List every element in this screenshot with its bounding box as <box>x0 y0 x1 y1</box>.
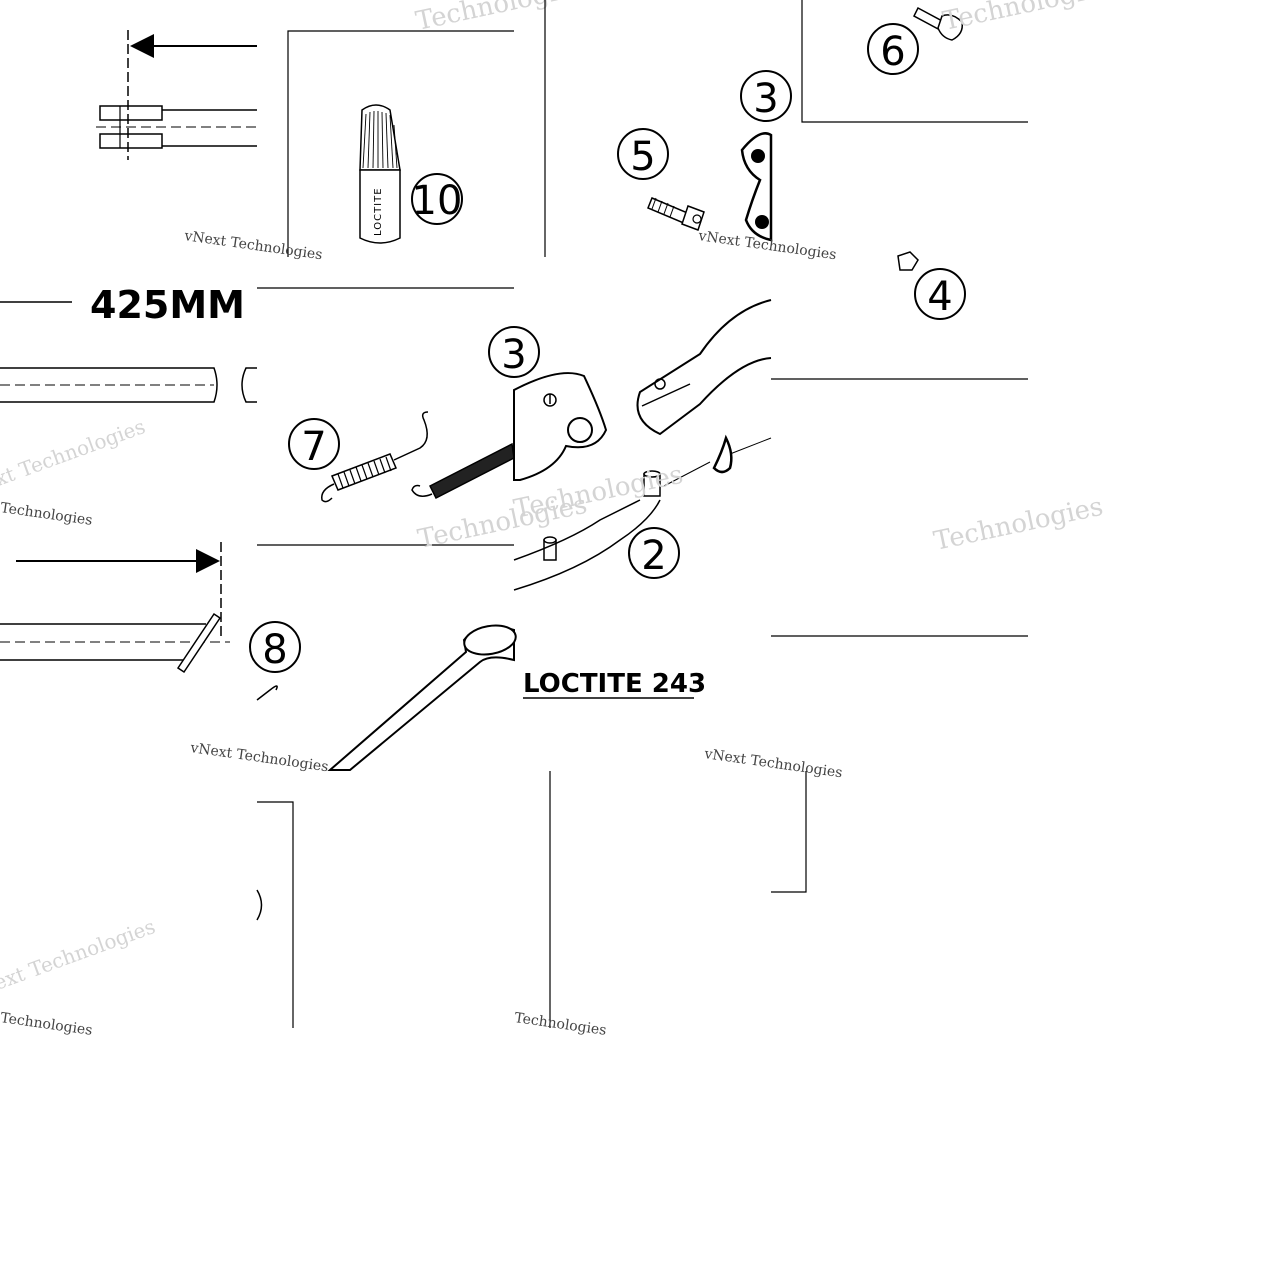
callout-5: 5 <box>617 128 669 180</box>
bottle-label: LOCTITE <box>373 187 384 236</box>
tile-fork-end <box>96 30 257 160</box>
arrow-left-icon <box>130 34 154 58</box>
svg-text:3: 3 <box>753 76 778 122</box>
bolt-5-icon <box>647 197 705 231</box>
svg-text:2: 2 <box>641 533 666 579</box>
callout-3-partial: 3 <box>488 326 540 378</box>
callout-10: 10 <box>411 173 463 225</box>
spring-7a-icon <box>321 411 429 503</box>
loctite-drop-icon <box>712 434 733 474</box>
svg-text:4: 4 <box>927 274 952 320</box>
svg-text:8: 8 <box>262 627 287 673</box>
callout-6: 6 <box>867 23 919 75</box>
tile-rod <box>0 542 230 674</box>
bracket-3-icon <box>740 132 773 242</box>
callout-2: 2 <box>628 527 680 579</box>
svg-text:7: 7 <box>301 424 326 470</box>
loctite-243-label: LOCTITE 243 <box>523 669 706 699</box>
svg-text:6: 6 <box>880 29 905 75</box>
svg-text:10: 10 <box>412 178 463 224</box>
callout-7: 7 <box>288 418 340 470</box>
tile-sidestand: 3 2 Technologies <box>488 299 772 591</box>
callout-8: 8 <box>249 621 301 673</box>
tile-pin-8: 8 vNext Technologies <box>188 621 517 775</box>
callout-3: 3 <box>740 70 792 122</box>
dimension-label: 425MM <box>90 283 245 327</box>
svg-text:5: 5 <box>630 134 655 180</box>
arrow-right-icon <box>196 549 220 573</box>
bolt-2-icon <box>643 437 772 497</box>
loctite-bottle-icon: LOCTITE <box>359 104 401 244</box>
stand-bracket-icon <box>513 372 608 481</box>
callout-4: 4 <box>914 268 966 320</box>
screw-6-icon <box>913 6 964 41</box>
nut-4-icon <box>897 251 919 271</box>
pin-8-icon <box>327 624 517 771</box>
stand-leg-icon <box>636 299 772 436</box>
svg-text:3: 3 <box>501 332 526 378</box>
